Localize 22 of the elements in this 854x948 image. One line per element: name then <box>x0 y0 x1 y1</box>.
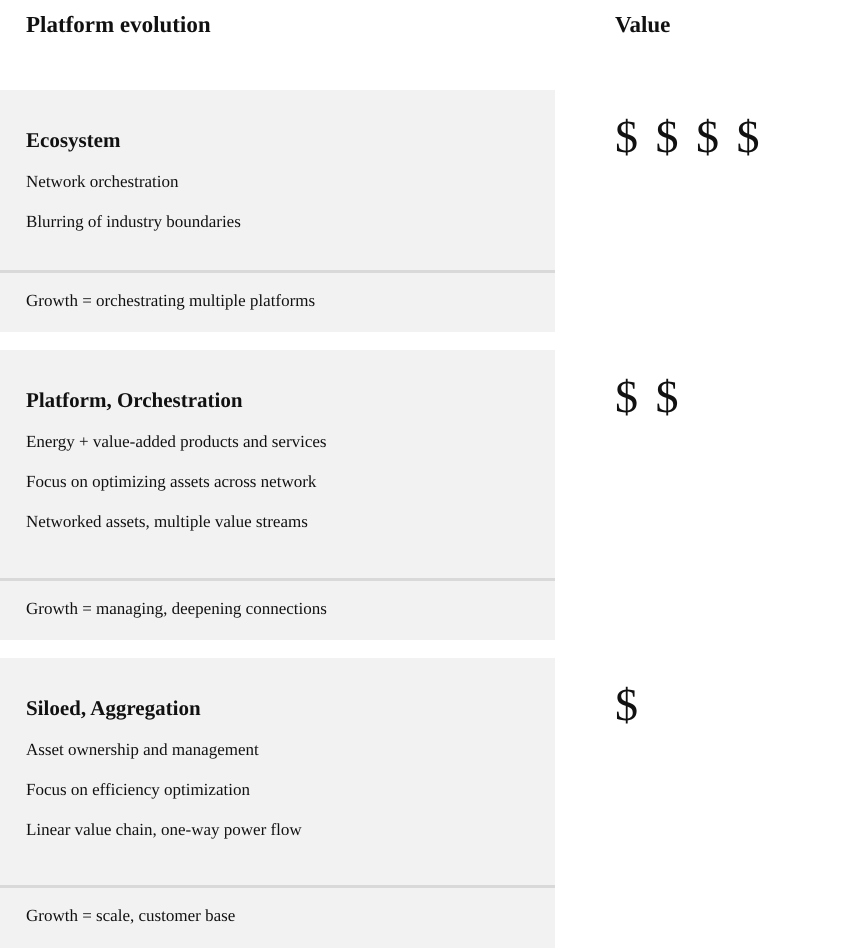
panel-heading: Ecosystem <box>26 128 120 153</box>
column-heading: Platform evolution <box>26 12 211 38</box>
value-rating: $ $ <box>615 370 678 423</box>
growth-note: Growth = scale, customer base <box>26 906 236 926</box>
column-heading: Value <box>615 12 670 38</box>
panel-card <box>0 658 555 948</box>
body-text: Focus on optimizing assets across network <box>26 472 316 492</box>
value-rating: $ $ $ $ <box>615 110 760 163</box>
body-text: Network orchestration <box>26 172 178 192</box>
body-text: Linear value chain, one-way power flow <box>26 820 302 840</box>
value-rating: $ <box>615 678 638 731</box>
body-text: Networked assets, multiple value streams <box>26 512 308 532</box>
panel-heading: Siloed, Aggregation <box>26 696 201 721</box>
body-text: Focus on efficiency optimization <box>26 780 250 800</box>
body-text: Asset ownership and management <box>26 740 259 760</box>
body-text: Blurring of industry boundaries <box>26 212 241 232</box>
growth-note: Growth = managing, deepening connections <box>26 599 327 619</box>
panel-heading: Platform, Orchestration <box>26 388 243 413</box>
body-text: Energy + value-added products and services <box>26 432 327 452</box>
panel-card <box>0 350 555 640</box>
growth-note: Growth = orchestrating multiple platforms <box>26 291 316 311</box>
panel-card <box>0 90 555 332</box>
